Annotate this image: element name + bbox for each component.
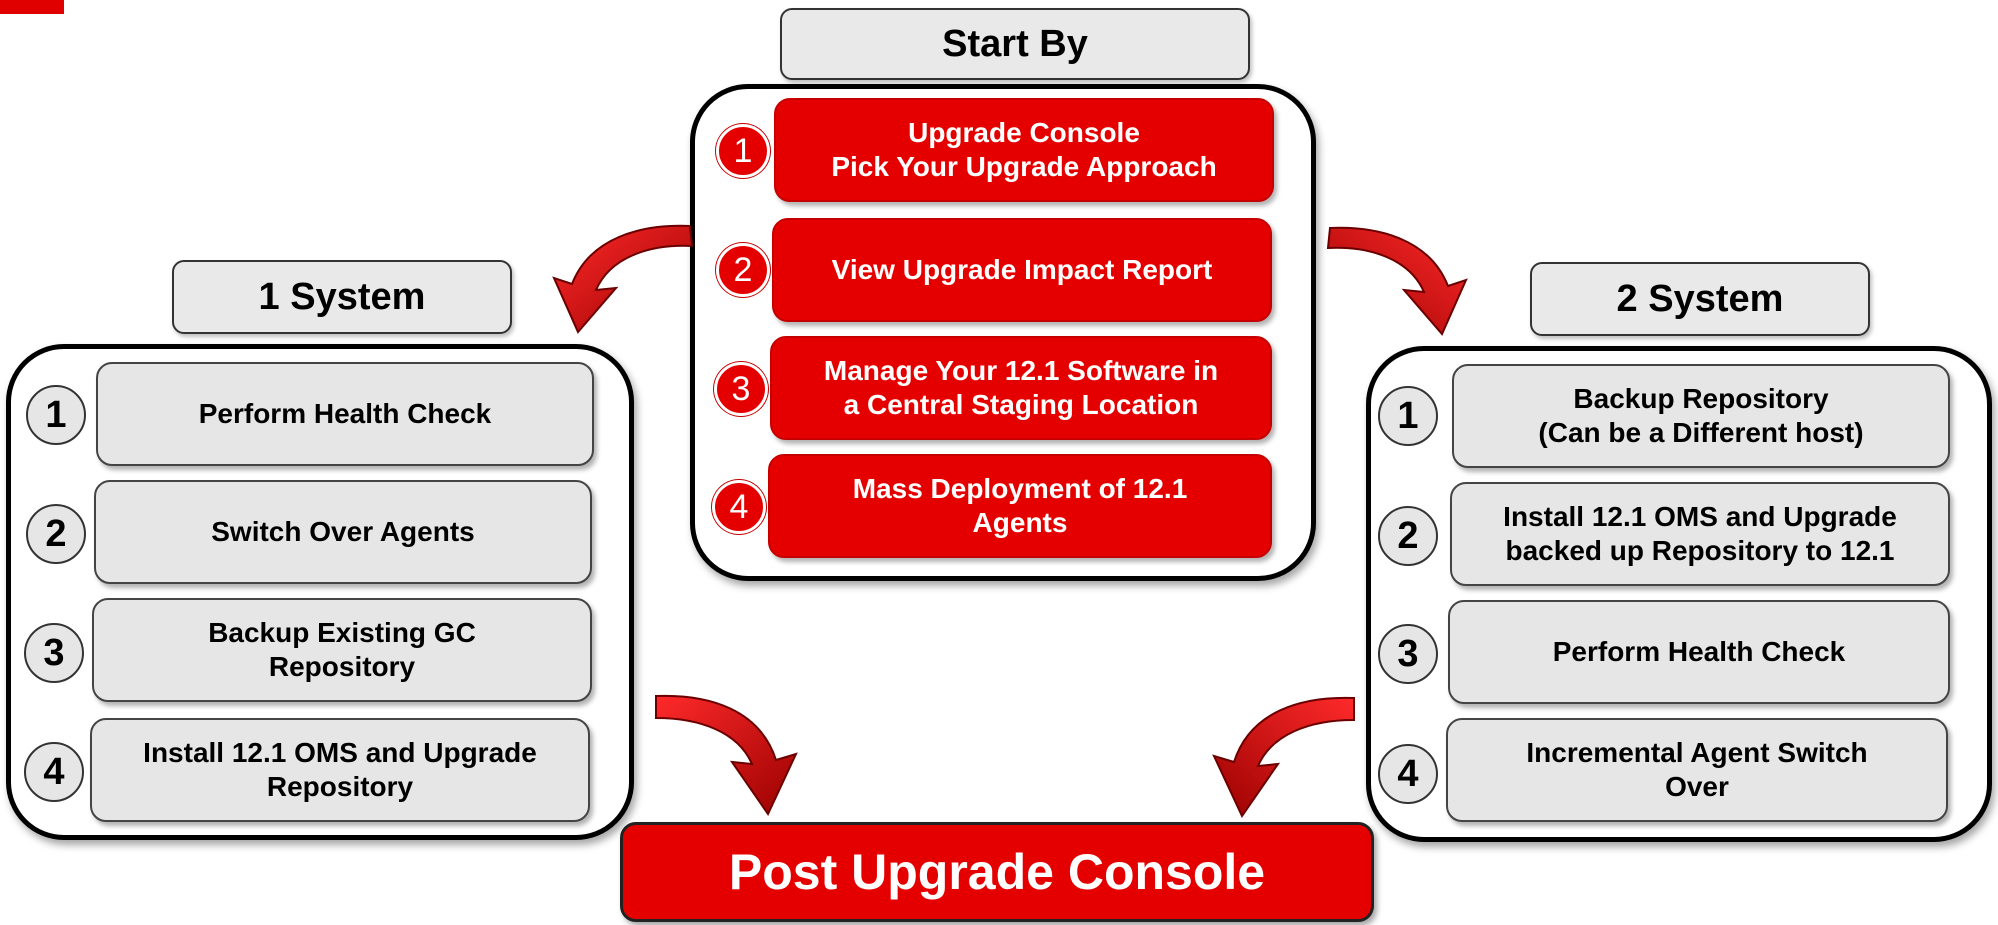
two-system-header: 2 System	[1530, 262, 1870, 336]
start-by-header: Start By	[780, 8, 1250, 80]
start-step-4-number: 4	[712, 480, 766, 534]
one-step-4-number: 4	[24, 742, 84, 802]
one-system-header: 1 System	[172, 260, 512, 334]
one-step-3-number: 3	[24, 623, 84, 683]
two-step-3-box: Perform Health Check	[1448, 600, 1950, 704]
one-step-2-box: Switch Over Agents	[94, 480, 592, 584]
logo-fragment	[0, 0, 64, 14]
start-step-2-box: View Upgrade Impact Report	[772, 218, 1272, 322]
two-step-3-number: 3	[1378, 624, 1438, 684]
one-step-1-number: 1	[26, 385, 86, 445]
one-step-1-box: Perform Health Check	[96, 362, 594, 466]
two-step-4-number: 4	[1378, 744, 1438, 804]
one-step-2-number: 2	[26, 504, 86, 564]
two-step-1-box: Backup Repository(Can be a Different hos…	[1452, 364, 1950, 468]
start-step-3-number: 3	[714, 362, 768, 416]
post-upgrade-console-box: Post Upgrade Console	[620, 822, 1374, 922]
curved-arrow-icon	[1212, 696, 1355, 819]
curved-arrow-icon	[655, 694, 798, 817]
start-step-2-number: 2	[716, 243, 770, 297]
start-step-1-number: 1	[716, 124, 770, 178]
curved-arrow-icon	[1326, 226, 1468, 336]
two-step-1-number: 1	[1378, 386, 1438, 446]
two-step-2-number: 2	[1378, 506, 1438, 566]
curved-arrow-icon	[552, 224, 694, 334]
